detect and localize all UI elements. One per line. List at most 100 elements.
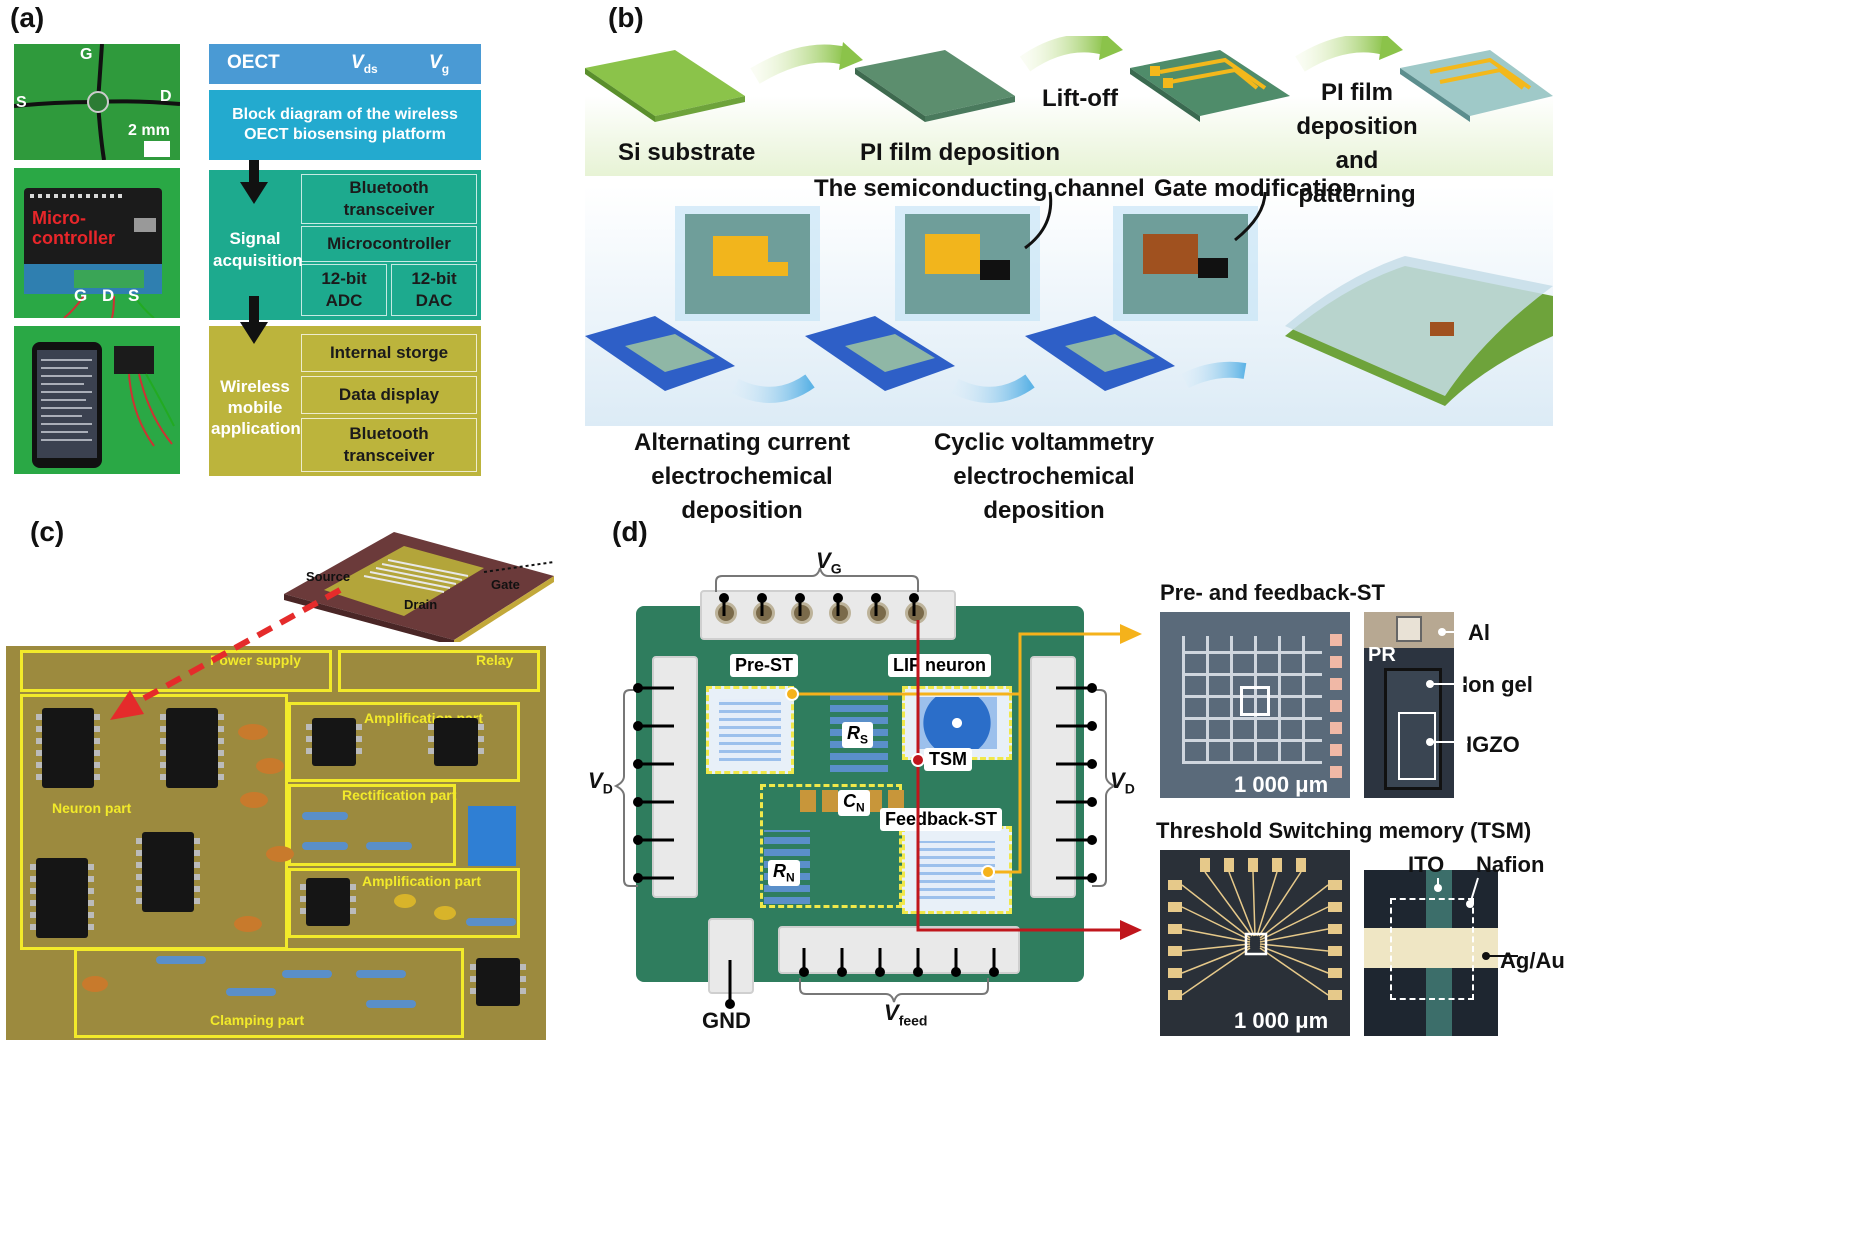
dip-switch bbox=[468, 806, 516, 866]
pin-label-d: D bbox=[102, 286, 115, 305]
capacitor bbox=[240, 792, 268, 808]
amplification-part-label-2: Amplification part bbox=[362, 873, 482, 889]
connector-pin bbox=[829, 602, 851, 624]
cn-label: CN bbox=[838, 790, 870, 816]
vd-right-voltage-label: VD bbox=[1110, 768, 1135, 797]
connector-pin bbox=[715, 602, 737, 624]
st-array-micrograph: 1 000 μm bbox=[1160, 612, 1350, 798]
pr-label: PR bbox=[1368, 644, 1396, 666]
smartphone-photo bbox=[14, 326, 180, 474]
micrograph-pointer-lines bbox=[785, 620, 1142, 940]
resistor bbox=[466, 918, 516, 926]
capacitor bbox=[266, 846, 294, 862]
vfeed-voltage-label: Vfeed bbox=[884, 1000, 928, 1029]
panel-label-b: (b) bbox=[608, 2, 644, 33]
bottom-connector bbox=[778, 926, 1020, 974]
step-lift-off: Lift-off bbox=[1042, 85, 1118, 112]
vg-voltage-label: VG bbox=[816, 548, 842, 577]
capacitor bbox=[82, 976, 108, 992]
flow-arrow-2 bbox=[240, 296, 268, 344]
ic-chip-8 bbox=[470, 958, 526, 1006]
step-si-substrate: Si substrate bbox=[618, 139, 756, 166]
resistor bbox=[282, 970, 332, 978]
power-supply-box bbox=[20, 650, 332, 692]
ic-chip-2 bbox=[160, 708, 224, 788]
relay-box bbox=[338, 650, 540, 692]
neuron-circuit-pcb: Power supply Relay Neuron part Amplifica… bbox=[6, 646, 546, 1040]
device-wires-graphic bbox=[14, 44, 180, 160]
pre-st-label: Pre-ST bbox=[730, 654, 799, 677]
micro-label: Micro- bbox=[32, 208, 86, 228]
rs-label: RS bbox=[842, 722, 874, 748]
tsm-zoom-pointers bbox=[1434, 877, 1518, 960]
connector-pin bbox=[867, 602, 889, 624]
microcontroller-box: Microcontroller bbox=[301, 226, 477, 262]
fabrication-process-graphic bbox=[585, 36, 1553, 426]
gate-label: Gate bbox=[491, 577, 520, 592]
oect-device-3d-graphic bbox=[284, 532, 554, 642]
resistor-array-region bbox=[760, 784, 902, 908]
ic-chip-3 bbox=[30, 858, 94, 938]
source-label: Source bbox=[306, 569, 351, 584]
panel-label-c: (c) bbox=[30, 516, 65, 547]
ag-au-label: Ag/Au bbox=[1500, 948, 1565, 973]
capacitor bbox=[238, 724, 268, 740]
resistor bbox=[302, 842, 348, 850]
pcb-leads-and-traces bbox=[613, 567, 1117, 1009]
clamping-part-box bbox=[74, 948, 464, 1038]
panel-label-a: (a) bbox=[10, 2, 45, 33]
pin-label-s: S bbox=[128, 286, 140, 305]
ion-gel-label: Ion gel bbox=[1462, 672, 1533, 697]
tsm-title: Threshold Switching memory (TSM) bbox=[1156, 818, 1532, 843]
controller-label: controller bbox=[32, 228, 116, 248]
capacitor bbox=[434, 906, 456, 920]
smartphone-graphic bbox=[32, 342, 175, 468]
capacitor bbox=[256, 758, 284, 774]
vd-left-voltage-label: VD bbox=[588, 768, 613, 797]
block-diagram-title: Block diagram of the wireless OECT biose… bbox=[209, 90, 481, 160]
tsm-label: TSM bbox=[924, 748, 972, 771]
drain-label-d: D bbox=[160, 88, 172, 105]
connector-pin bbox=[791, 602, 813, 624]
connector-pin bbox=[753, 602, 775, 624]
st-scale-label: 1 000 μm bbox=[1234, 772, 1329, 797]
step-pi-film-deposition: PI film deposition bbox=[860, 139, 1061, 166]
pre-feedback-st-title: Pre- and feedback-ST bbox=[1160, 580, 1385, 605]
panel-label-d: (d) bbox=[612, 516, 648, 547]
gate-label-g: G bbox=[80, 46, 93, 63]
microcontroller-photo: Micro- controller G D S bbox=[14, 168, 180, 318]
device-photo: G S D 2 mm bbox=[14, 44, 180, 160]
connector-pin bbox=[905, 602, 927, 624]
resistor bbox=[226, 988, 276, 996]
microcontroller-board-graphic bbox=[24, 188, 162, 318]
label-semiconducting-channel: The semiconducting channel bbox=[814, 175, 1145, 202]
left-connector bbox=[652, 656, 698, 898]
source-label-s: S bbox=[16, 94, 27, 111]
rectification-part-label: Rectification part bbox=[342, 787, 457, 803]
igzo-label: IGZO bbox=[1466, 732, 1520, 757]
capacitor bbox=[394, 894, 416, 908]
ito-label: ITO bbox=[1408, 852, 1445, 877]
al-label: Al bbox=[1468, 620, 1490, 645]
oect-title: OECT bbox=[227, 52, 280, 73]
resistor bbox=[356, 970, 406, 978]
resistor bbox=[156, 956, 206, 964]
pre-st-chip bbox=[706, 686, 794, 774]
right-connector bbox=[1030, 656, 1076, 898]
capacitor bbox=[234, 916, 262, 932]
ic-chip-5 bbox=[306, 718, 362, 766]
resistor bbox=[366, 1000, 416, 1008]
vds-label: Vds bbox=[351, 52, 378, 76]
ic-chip-4 bbox=[136, 832, 200, 912]
oect-header-block: OECT Vds Vg bbox=[209, 44, 481, 84]
ic-chip-7 bbox=[300, 878, 356, 926]
oect-connection-arrow bbox=[110, 587, 342, 720]
feedback-st-label: Feedback-ST bbox=[880, 808, 1003, 831]
